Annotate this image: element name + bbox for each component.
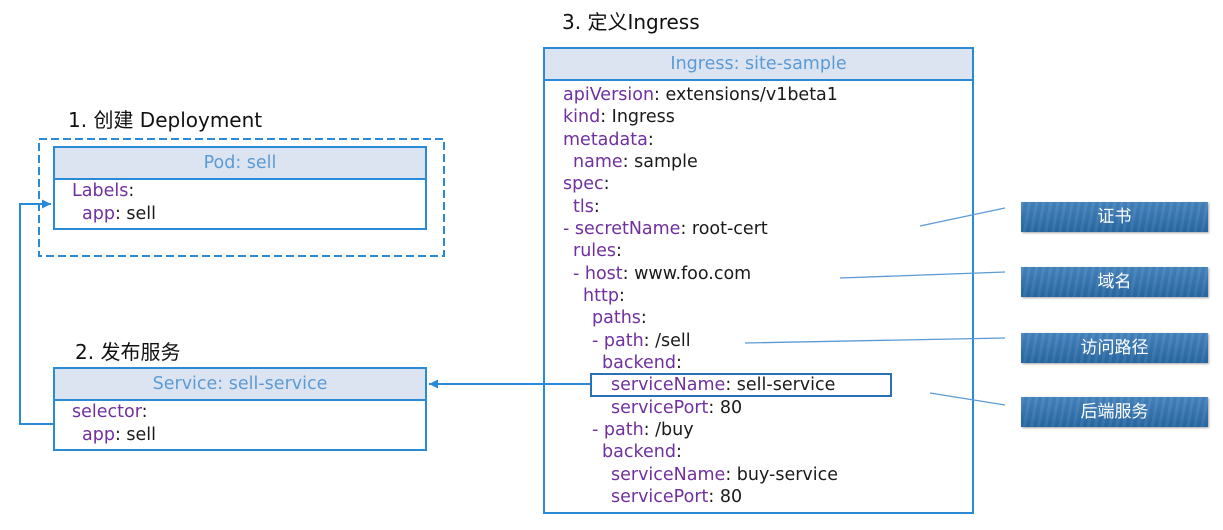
- yaml-value: : 80: [708, 486, 743, 507]
- pod-yaml-line: app: sell: [72, 203, 425, 226]
- yaml-key: backend: [602, 442, 676, 463]
- yaml-value: :: [593, 196, 600, 217]
- service-yaml-line: app: sell: [72, 424, 425, 447]
- yaml-value: : Ingress: [600, 107, 675, 128]
- annotation-backend-service: 后端服务: [1021, 397, 1208, 427]
- yaml-key: paths: [592, 308, 641, 329]
- service-name-highlight: [590, 373, 892, 397]
- pod-card: Pod: sell Labels: app: sell: [53, 146, 427, 230]
- yaml-key: Labels: [72, 181, 129, 201]
- pod-card-body: Labels: app: sell: [55, 180, 425, 226]
- ingress-step-title: 3. 定义Ingress: [562, 10, 700, 34]
- yaml-key: servicePort: [611, 486, 709, 507]
- ingress-yaml-line: backend:: [563, 441, 972, 463]
- yaml-key: serviceName: [611, 375, 726, 396]
- yaml-value: : www.foo.com: [622, 263, 752, 284]
- yaml-key: - secretName: [563, 218, 681, 239]
- ingress-yaml-line: - path: /sell: [563, 330, 972, 352]
- yaml-key: http: [583, 285, 619, 306]
- yaml-value: : sell-service: [725, 375, 836, 396]
- yaml-key: app: [82, 425, 115, 445]
- pod-card-header: Pod: sell: [55, 148, 425, 180]
- annotation-access-path: 访问路径: [1021, 333, 1208, 363]
- yaml-value: :: [640, 308, 647, 329]
- ingress-card: Ingress: site-sample apiVersion: extensi…: [543, 47, 974, 514]
- yaml-key: app: [82, 204, 115, 224]
- ingress-yaml-line: - host: www.foo.com: [563, 263, 972, 285]
- ingress-yaml-line: kind: Ingress: [563, 106, 972, 128]
- yaml-value: :: [675, 442, 682, 463]
- ingress-yaml-line: - secretName: root-cert: [563, 218, 972, 240]
- annotation-certificate: 证书: [1021, 202, 1208, 232]
- yaml-value: : extensions/v1beta1: [654, 85, 838, 105]
- yaml-key: selector: [72, 402, 142, 422]
- yaml-value: : root-cert: [680, 218, 768, 239]
- service-card-header: Service: sell-service: [55, 369, 425, 401]
- ingress-yaml-line: metadata:: [563, 129, 972, 151]
- yaml-key: - host: [573, 263, 623, 284]
- yaml-value: : sell: [114, 204, 157, 224]
- yaml-key: name: [573, 151, 623, 172]
- ingress-yaml-line: - path: /buy: [563, 419, 972, 441]
- service-step-title: 2. 发布服务: [75, 340, 181, 364]
- yaml-value: : sample: [622, 151, 698, 172]
- yaml-value: :: [616, 241, 622, 262]
- yaml-key: serviceName: [611, 464, 726, 485]
- service-yaml-line: selector:: [72, 401, 425, 424]
- yaml-key: spec: [563, 174, 604, 195]
- yaml-value: : buy-service: [725, 464, 839, 485]
- yaml-key: kind: [563, 107, 601, 128]
- ingress-yaml-line: backend:: [563, 352, 972, 374]
- yaml-value: : /sell: [643, 330, 691, 351]
- ingress-yaml-line: http:: [563, 285, 972, 307]
- ingress-yaml-line: paths:: [563, 307, 972, 329]
- yaml-value: :: [618, 285, 625, 306]
- ingress-yaml-line: spec:: [563, 173, 972, 195]
- yaml-value: :: [128, 181, 135, 201]
- yaml-value: : 80: [708, 397, 743, 418]
- yaml-key: tls: [573, 196, 594, 217]
- ingress-yaml-line: servicePort: 80: [563, 486, 972, 508]
- ingress-yaml-line: serviceName: buy-service: [563, 464, 972, 486]
- ingress-yaml-line: apiVersion: extensions/v1beta1: [563, 84, 972, 106]
- annotation-domain: 域名: [1021, 267, 1208, 297]
- yaml-key: servicePort: [611, 397, 709, 418]
- yaml-value: :: [675, 352, 682, 373]
- yaml-value: : sell: [114, 425, 157, 445]
- ingress-card-header: Ingress: site-sample: [545, 49, 972, 81]
- yaml-value: :: [603, 174, 610, 195]
- yaml-key: rules: [573, 241, 617, 262]
- yaml-value: :: [647, 129, 654, 150]
- service-card-body: selector: app: sell: [55, 401, 425, 447]
- ingress-yaml-line: serviceName: sell-service: [563, 374, 972, 396]
- ingress-yaml-line: servicePort: 80: [563, 397, 972, 419]
- ingress-yaml-line: name: sample: [563, 151, 972, 173]
- yaml-value: :: [141, 402, 148, 422]
- deployment-step-title: 1. 创建 Deployment: [68, 108, 263, 132]
- yaml-key: backend: [602, 352, 676, 373]
- ingress-yaml-line: tls:: [563, 196, 972, 218]
- pod-yaml-line: Labels:: [72, 180, 425, 203]
- ingress-yaml-line: rules:: [563, 240, 972, 262]
- yaml-key: - path: [592, 419, 644, 440]
- yaml-key: apiVersion: [563, 85, 655, 105]
- selector-to-pod-arrow: [19, 199, 53, 425]
- service-card: Service: sell-service selector: app: sel…: [53, 367, 427, 451]
- yaml-key: - path: [592, 330, 644, 351]
- yaml-value: : /buy: [643, 419, 694, 440]
- yaml-key: metadata: [563, 129, 648, 150]
- ingress-card-body: apiVersion: extensions/v1beta1 kind: Ing…: [545, 81, 972, 508]
